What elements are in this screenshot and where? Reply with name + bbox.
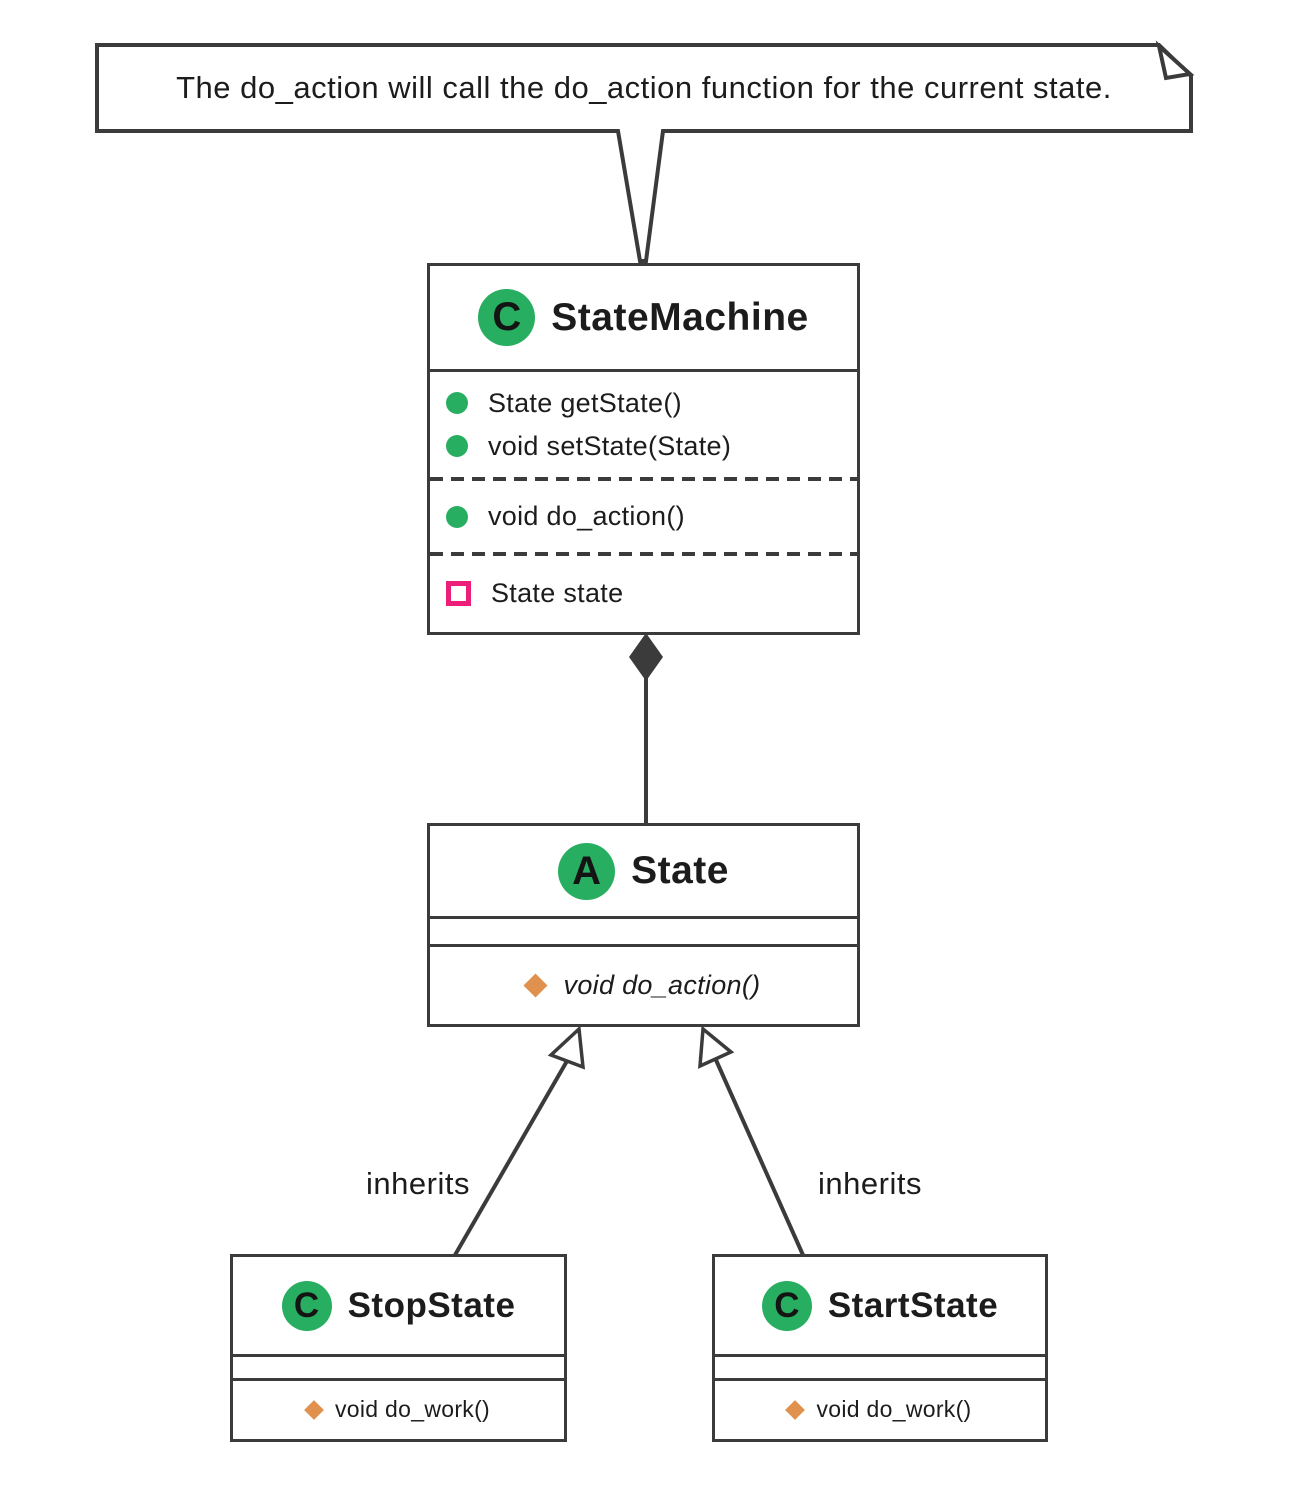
note-text: The do_action will call the do_action fu… (176, 70, 1112, 105)
composition-diamond-icon (629, 633, 663, 681)
class-title: StartState (827, 1285, 999, 1325)
inherits-label-right: inherits (818, 1166, 922, 1201)
public-method-icon (446, 392, 468, 414)
method-row: void do_action() (446, 501, 857, 532)
field-label: State state (491, 578, 624, 608)
startstate-empty-section (715, 1354, 1045, 1381)
class-badge-icon: C (761, 1280, 812, 1331)
class-badge-icon: C (478, 289, 536, 346)
class-title: StopState (347, 1285, 516, 1325)
class-startstate-header: C StartState (715, 1257, 1045, 1354)
field-row: State state (446, 578, 857, 609)
statemachine-accessor-section: State getState() void setState(State) (430, 369, 857, 477)
state-method-section: void do_action() (430, 947, 857, 1023)
startstate-method-section: void do_work() (715, 1381, 1045, 1438)
inherits-label-left: inherits (366, 1166, 470, 1201)
abstract-class-badge-icon: A (558, 842, 616, 900)
method-icon (785, 1399, 806, 1420)
method-label: void do_work() (334, 1396, 491, 1422)
abstract-method-icon (523, 972, 548, 998)
class-state: A State void do_action() (427, 823, 860, 1027)
stopstate-method-section: void do_work() (233, 1381, 564, 1438)
note-fold-icon (1155, 40, 1195, 81)
method-label: State getState() (488, 387, 682, 418)
method-icon (304, 1399, 324, 1420)
class-title: StateMachine (551, 295, 809, 339)
method-row: void do_work() (304, 1396, 491, 1423)
class-statemachine-header: C StateMachine (430, 266, 857, 369)
class-startstate: C StartState void do_work() (712, 1254, 1048, 1442)
class-stopstate: C StopState void do_work() (230, 1254, 567, 1442)
method-row: void do_work() (785, 1396, 972, 1423)
public-method-icon (446, 505, 468, 528)
public-method-icon (446, 435, 468, 457)
class-statemachine: C StateMachine State getState() void set… (427, 263, 860, 635)
stopstate-empty-section (233, 1354, 564, 1381)
class-state-header: A State (430, 826, 857, 916)
inheritance-arrowhead-right-icon (698, 1025, 735, 1069)
statemachine-action-section: void do_action() (430, 481, 857, 552)
method-label: void do_action() (488, 501, 685, 531)
dashed-separator (430, 477, 857, 481)
method-row: State getState() (446, 388, 857, 419)
method-label: void setState(State) (488, 430, 732, 461)
statemachine-field-section: State state (430, 556, 857, 631)
method-label: void do_work() (816, 1396, 972, 1422)
class-title: State (631, 849, 729, 892)
method-row: void do_action() (523, 969, 761, 1001)
inheritance-edge-startstate-state (714, 1059, 805, 1256)
method-label: void do_action() (563, 969, 761, 1000)
private-field-icon (446, 581, 471, 606)
dashed-separator (430, 552, 857, 556)
class-stopstate-header: C StopState (233, 1257, 564, 1354)
inheritance-arrowhead-left-icon (547, 1025, 586, 1070)
inheritance-edge-stopstate-state (453, 1060, 569, 1256)
class-badge-icon: C (281, 1280, 332, 1331)
method-row: void setState(State) (446, 431, 857, 462)
state-empty-section (430, 916, 857, 947)
